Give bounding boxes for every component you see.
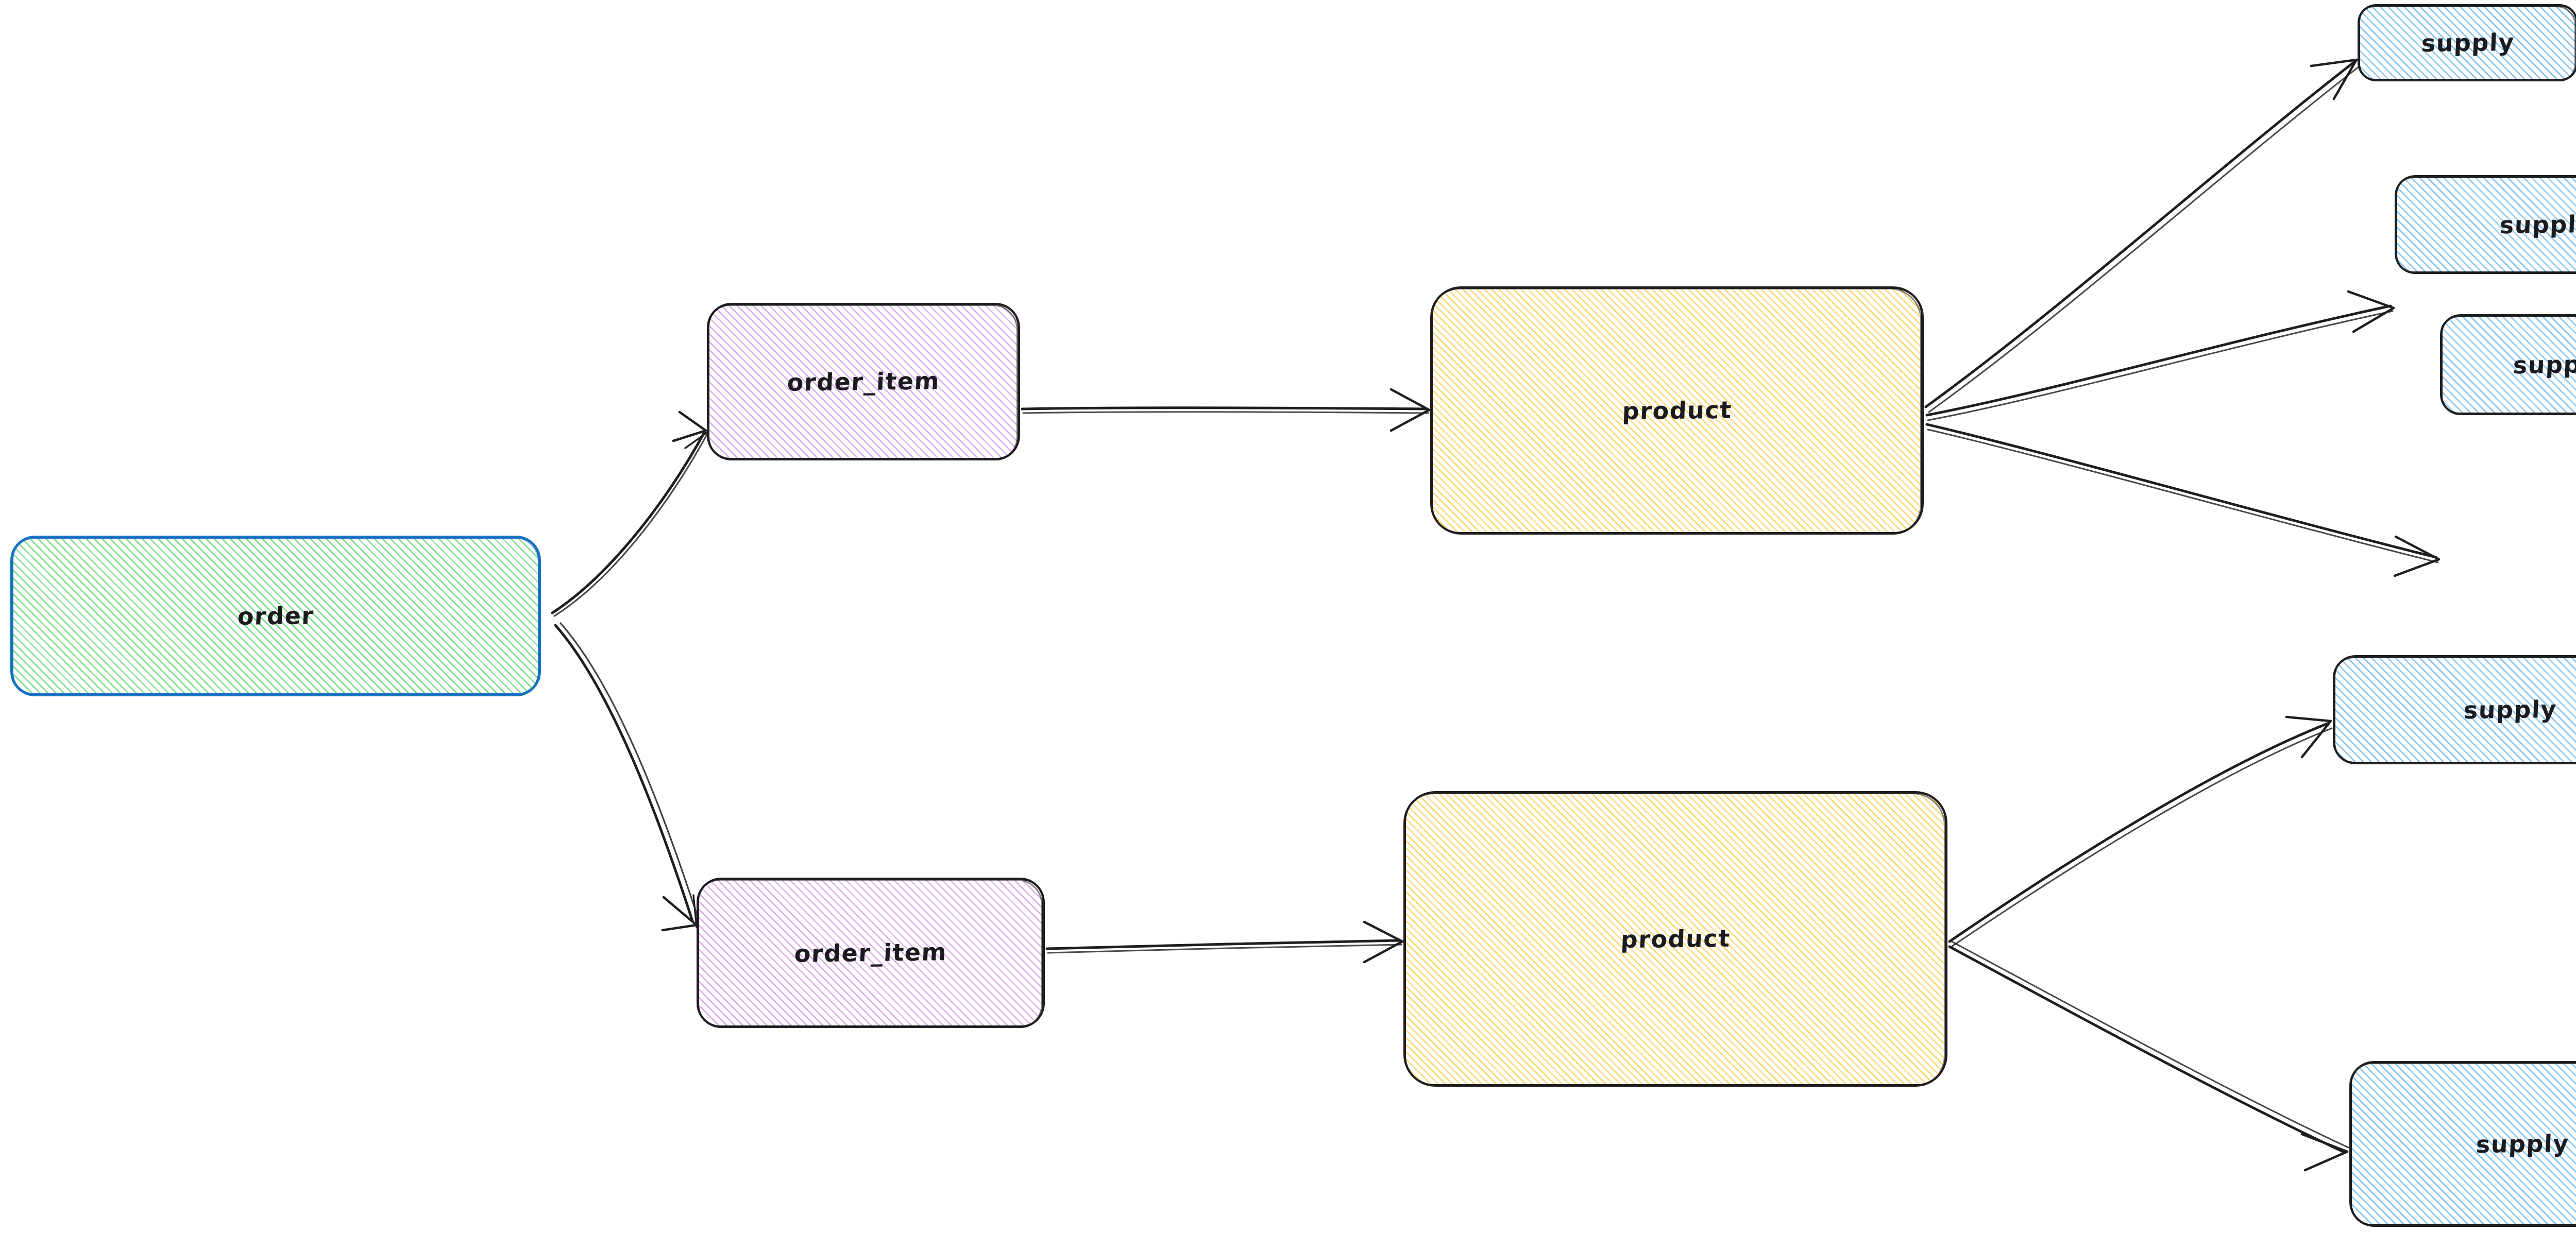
edge-product-2-to-supply-5: [1948, 940, 2349, 1172]
node-order-fill: [10, 536, 541, 696]
edge-order-to-order-item-2: [554, 622, 700, 932]
node-order-item-2-label: order_item: [793, 938, 948, 968]
node-product-1[interactable]: product: [1430, 286, 1924, 535]
node-order-item-1-outline-sketch: [707, 304, 1018, 460]
node-supply-5-label: supply: [2475, 1129, 2570, 1159]
node-order-item-1-label: order_item: [786, 367, 941, 397]
edge-order-to-order-item-1: [551, 410, 708, 617]
node-order-item-2-outline-sketch: [697, 879, 1043, 1028]
edge-order-item-2-to-product-2: [1045, 920, 1404, 964]
node-supply-4-outline-sketch: [2333, 657, 2576, 764]
node-supply-5[interactable]: supply: [2349, 1061, 2576, 1227]
node-product-2[interactable]: product: [1403, 791, 1947, 1087]
node-supply-1-label: supply: [2420, 28, 2515, 58]
edge-product-1-to-supply-1: [1924, 58, 2360, 413]
node-supply-5-outline-sketch: [2349, 1063, 2576, 1227]
edge-product-2-to-supply-4: [1948, 715, 2333, 948]
node-supply-3-fill: [2440, 314, 2576, 415]
node-supply-1-outline-sketch: [2358, 6, 2576, 81]
node-supply-4[interactable]: supply: [2333, 655, 2576, 764]
node-product-2-outline-sketch: [1403, 793, 1945, 1087]
node-order-outline-sketch: [10, 537, 539, 696]
node-supply-4-fill: [2333, 655, 2576, 764]
node-product-1-outline-sketch: [1430, 288, 1922, 535]
node-product-2-fill: [1403, 791, 1947, 1087]
node-supply-3-label: supply: [2512, 350, 2576, 380]
node-supply-5-fill: [2349, 1061, 2576, 1227]
node-order-item-1-fill: [707, 303, 1020, 460]
node-supply-2-label: supply: [2499, 210, 2576, 239]
node-order-label: order: [236, 602, 315, 630]
node-supply-3[interactable]: supply: [2440, 314, 2576, 415]
node-product-1-fill: [1430, 286, 1924, 535]
node-supply-1[interactable]: supply: [2358, 4, 2576, 81]
edge-order-item-1-to-product-1: [1021, 388, 1431, 432]
node-order-item-1[interactable]: order_item: [707, 303, 1020, 460]
node-supply-1-fill: [2358, 4, 2576, 81]
node-product-1-label: product: [1621, 396, 1733, 425]
edge-product-1-to-supply-2: [1925, 290, 2395, 421]
node-supply-2[interactable]: supply: [2395, 175, 2576, 274]
node-supply-4-label: supply: [2463, 695, 2557, 725]
edge-product-1-to-supply-3: [1925, 423, 2441, 577]
node-product-2-label: product: [1620, 924, 1731, 954]
node-supply-2-outline-sketch: [2395, 177, 2576, 274]
node-order-item-2[interactable]: order_item: [697, 878, 1045, 1028]
node-supply-2-fill: [2395, 175, 2576, 274]
node-order-item-2-fill: [697, 878, 1045, 1028]
node-supply-3-outline-sketch: [2440, 316, 2576, 415]
node-order[interactable]: order: [10, 536, 541, 696]
